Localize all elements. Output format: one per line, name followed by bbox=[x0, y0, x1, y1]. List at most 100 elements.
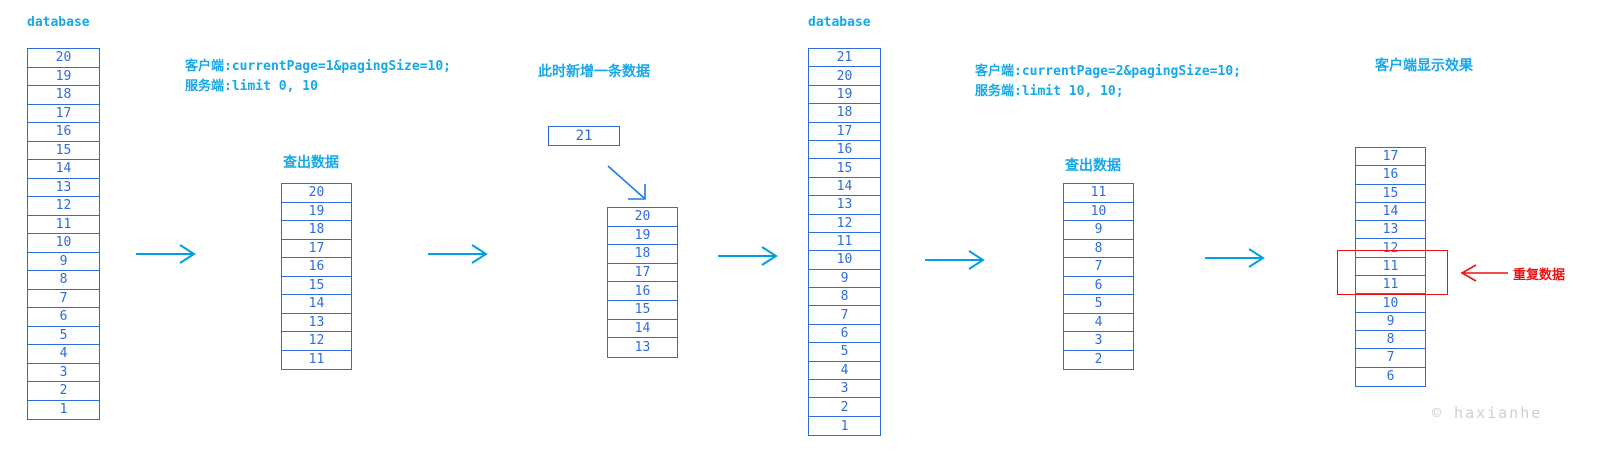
table-row: 16 bbox=[1356, 166, 1425, 185]
table-row: 17 bbox=[282, 240, 351, 258]
table-row: 13 bbox=[282, 314, 351, 332]
table-row: 9 bbox=[809, 270, 880, 289]
duplicate-callout-arrow bbox=[1460, 264, 1508, 282]
table-row: 19 bbox=[282, 203, 351, 221]
flow-arrow-5 bbox=[1205, 248, 1265, 268]
table-row: 18 bbox=[282, 221, 351, 240]
table-row: 7 bbox=[1064, 258, 1133, 277]
table-row: 18 bbox=[28, 86, 99, 105]
table-row: 20 bbox=[809, 67, 880, 86]
table-row: 6 bbox=[1064, 277, 1133, 295]
table-row: 8 bbox=[809, 288, 880, 307]
table-row: 20 bbox=[28, 49, 99, 68]
table-row: 16 bbox=[809, 141, 880, 160]
table-row: 7 bbox=[809, 306, 880, 325]
table-row: 11 bbox=[1356, 258, 1425, 277]
table-row: 13 bbox=[1356, 221, 1425, 240]
table-row: 10 bbox=[1356, 294, 1425, 313]
table-row: 10 bbox=[809, 251, 880, 270]
table-row: 6 bbox=[1386, 369, 1395, 385]
table-row: 21 bbox=[809, 49, 880, 68]
table-row: 17 bbox=[608, 264, 677, 283]
table-row: 7 bbox=[28, 290, 99, 308]
table-row: 12 bbox=[28, 197, 99, 216]
table-row: 1 bbox=[840, 418, 849, 434]
table-row: 11 bbox=[1064, 184, 1133, 203]
table-row: 9 bbox=[1356, 313, 1425, 331]
table-row: 12 bbox=[809, 215, 880, 233]
table-row: 20 bbox=[282, 184, 351, 203]
table-row: 11 bbox=[308, 352, 325, 368]
table-row: 7 bbox=[1356, 349, 1425, 368]
table-row: 14 bbox=[28, 160, 99, 179]
duplicate-note-label: 重复数据 bbox=[1513, 268, 1566, 283]
table-row: 3 bbox=[1064, 332, 1133, 351]
request-page2-line2: 服务端:limit 10, 10; bbox=[975, 84, 1124, 99]
table-row: 19 bbox=[809, 86, 880, 105]
table-row: 4 bbox=[809, 362, 880, 381]
table-row: 17 bbox=[809, 123, 880, 141]
table-row: 14 bbox=[809, 178, 880, 197]
table-row: 18 bbox=[608, 245, 677, 264]
table-row: 8 bbox=[1064, 240, 1133, 258]
flow-arrow-3 bbox=[718, 246, 778, 266]
table-row: 14 bbox=[282, 295, 351, 314]
table-row: 18 bbox=[809, 104, 880, 123]
table-row: 1 bbox=[59, 402, 68, 418]
table-row: 12 bbox=[1356, 239, 1425, 258]
request-page2-line1: 客户端:currentPage=2&pagingSize=10; bbox=[975, 64, 1241, 79]
table-row: 2 bbox=[28, 382, 99, 401]
table-row: 15 bbox=[608, 301, 677, 320]
table-row: 5 bbox=[809, 343, 880, 362]
table-row: 14 bbox=[608, 320, 677, 339]
table-row: 10 bbox=[28, 234, 99, 253]
table-row: 15 bbox=[1356, 185, 1425, 203]
client-display-title: 客户端显示效果 bbox=[1375, 58, 1473, 74]
table-row: 15 bbox=[28, 142, 99, 160]
table-row: 2 bbox=[1094, 352, 1103, 368]
table-row: 5 bbox=[1064, 295, 1133, 314]
table-row: 19 bbox=[608, 227, 677, 246]
insert-pointer-arrow bbox=[607, 165, 646, 200]
table-row: 4 bbox=[1064, 314, 1133, 332]
table-row: 13 bbox=[809, 196, 880, 215]
table-row: 4 bbox=[28, 345, 99, 364]
request-page1-line1: 客户端:currentPage=1&pagingSize=10; bbox=[185, 59, 451, 74]
table-row: 6 bbox=[28, 308, 99, 327]
table-row: 17 bbox=[1356, 148, 1425, 167]
inserted-record-box: 21 bbox=[548, 126, 620, 146]
flow-arrow-1 bbox=[136, 244, 196, 264]
request-page1-line2: 服务端:limit 0, 10 bbox=[185, 79, 318, 94]
table-row: 2 bbox=[809, 398, 880, 417]
table-row: 15 bbox=[282, 277, 351, 295]
table-row: 13 bbox=[634, 339, 651, 355]
database-after-title: database bbox=[808, 15, 871, 30]
table-row: 13 bbox=[28, 179, 99, 197]
table-row: 15 bbox=[809, 159, 880, 178]
table-row: 6 bbox=[809, 325, 880, 344]
table-row: 16 bbox=[282, 258, 351, 277]
table-row: 9 bbox=[1064, 221, 1133, 240]
table-row: 17 bbox=[28, 105, 99, 123]
table-row: 9 bbox=[28, 253, 99, 271]
table-row: 14 bbox=[1356, 203, 1425, 222]
request-page2-text: 客户端:currentPage=2&pagingSize=10; 服务端:limi… bbox=[975, 62, 1241, 102]
result-page2-title: 查出数据 bbox=[1065, 158, 1121, 174]
table-row: 10 bbox=[1064, 203, 1133, 221]
table-row: 16 bbox=[608, 282, 677, 301]
table-row: 16 bbox=[28, 123, 99, 142]
insert-note-title: 此时新增一条数据 bbox=[538, 64, 650, 80]
request-page1-text: 客户端:currentPage=1&pagingSize=10; 服务端:limi… bbox=[185, 57, 451, 97]
table-row: 11 bbox=[28, 216, 99, 234]
table-row: 8 bbox=[28, 271, 99, 290]
flow-arrow-4 bbox=[925, 250, 985, 270]
table-row: 20 bbox=[608, 208, 677, 227]
table-row: 3 bbox=[28, 364, 99, 382]
